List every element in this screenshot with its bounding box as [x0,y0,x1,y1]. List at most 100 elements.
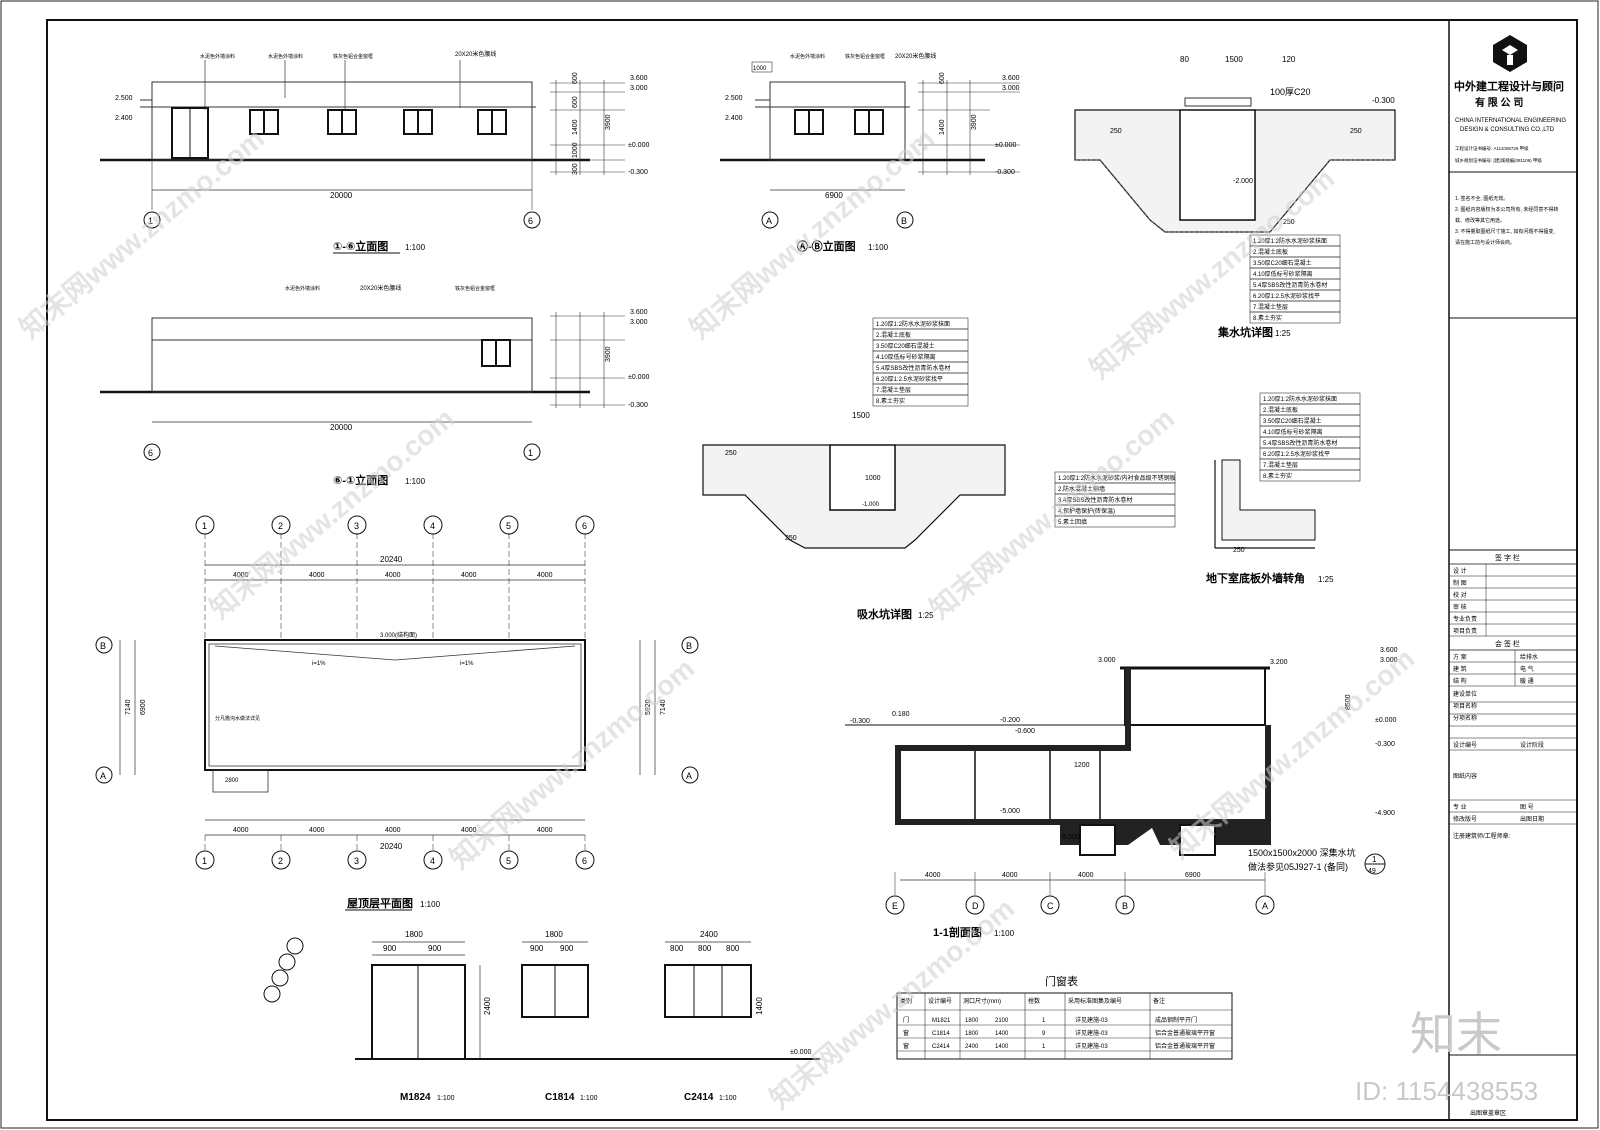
svg-text:水泥色外墙涂料: 水泥色外墙涂料 [285,285,320,292]
svg-text:1400: 1400 [572,119,579,135]
svg-text:知末网www.znzmo.com: 知末网www.znzmo.com [443,652,700,875]
table-cell: 成品钢制平开门 [1155,1016,1197,1024]
layer-note: 8.素土夯实 [876,397,905,405]
grid-label: D [972,901,979,911]
table-cell: 1400 [995,1031,1009,1037]
c2414-label: C2414 [684,1092,714,1103]
elev-6-1-title: ⑥-①立面图 [333,473,388,487]
svg-text:2400: 2400 [700,930,718,939]
cosign-label: 建 筑 [1453,665,1467,673]
svg-text:-0.300: -0.300 [850,718,870,725]
svg-text:1500x1500x2000 深集水坑: 1500x1500x2000 深集水坑 [1248,847,1356,858]
company-name: 中外建工程设计与顾问 [1454,79,1564,93]
svg-text:2.500: 2.500 [115,95,133,102]
info-label: 图纸内容 [1453,772,1477,780]
layer-note: 1.20厚1:2防水水泥砂浆抹面 [1263,395,1337,403]
sump-a-title: 集水坑详图 [1217,325,1273,339]
c1814-label: C1814 [545,1092,575,1103]
watermark-brand: 知末 [1410,1008,1502,1060]
svg-text:A: A [100,771,106,781]
elevation-6-1: 水泥色外墙涂料 20X20米色腰线 铁灰色铝合金窗框 20000 6 1 ⑥-①… [100,284,649,487]
grid-label: 5 [506,856,511,866]
section-dim: 4000 [1078,872,1094,879]
bay-dim: 4000 [309,572,325,579]
layer-note: 6.20厚1:2.5水泥砂浆找平 [1253,292,1320,300]
grid-label: A [1262,901,1268,911]
svg-text:3.000(结构面): 3.000(结构面) [380,631,417,639]
watermark-id: ID: 1154438553 [1355,1076,1538,1106]
svg-text:800: 800 [670,944,684,953]
svg-text:300: 300 [572,163,579,175]
svg-text:3.600: 3.600 [630,309,648,316]
table-cell: 门 [903,1016,909,1024]
svg-text:250: 250 [1350,128,1362,135]
grid-label: 2 [278,856,283,866]
svg-text:1:100: 1:100 [437,1095,455,1102]
svg-text:49: 49 [1368,868,1376,875]
info-label: 设计编号 [1453,741,1477,749]
table-cell: 详见建施-03 [1075,1042,1108,1050]
cosign-label: 电 气 [1520,665,1534,673]
svg-text:800: 800 [726,944,740,953]
svg-text:8500: 8500 [1345,694,1352,710]
svg-text:1200: 1200 [1074,762,1090,769]
svg-text:1500: 1500 [1225,55,1243,64]
svg-text:1000: 1000 [753,66,767,72]
svg-text:i=1%: i=1% [312,661,326,667]
table-cell: C1814 [932,1031,950,1037]
grid-bubble [195,850,215,870]
grid-label: 6 [582,521,587,531]
sump-detail-a: 100厚C20 1500 80 120 -2.000 -0.300 250 25… [1074,55,1396,339]
info-label: 建设单位 [1453,690,1477,698]
svg-text:2.500: 2.500 [725,95,743,102]
grid-bubble [195,515,215,535]
layer-note: 5.素土回填 [1058,518,1087,526]
cosign-label: 给排水 [1520,653,1538,661]
svg-text:20X20米色腰线: 20X20米色腰线 [895,52,936,60]
svg-text:600: 600 [572,96,579,108]
cosign-label: 暖 通 [1520,677,1534,685]
elev-1-6-title: ①-⑥立面图 [333,239,388,253]
svg-text:0.180: 0.180 [892,711,910,718]
grid-bubble [347,850,367,870]
layer-note: 2.防水混凝土侧墙 [1058,485,1105,493]
watermark: 知末 ID: 1154438553 知末网www.znzmo.com 知末网ww… [13,122,1538,1115]
title-note: 载、修改等其它用途。 [1455,217,1505,224]
svg-text:CHINA INTERNATIONAL ENGINEERIN: CHINA INTERNATIONAL ENGINEERING [1455,118,1566,124]
bay-dim: 4000 [385,572,401,579]
svg-text:2800: 2800 [225,778,239,784]
svg-text:3900: 3900 [971,114,978,130]
svg-text:3.000: 3.000 [1380,657,1398,664]
inner-border [46,19,1578,1121]
svg-text:-0.300: -0.300 [1372,96,1395,105]
svg-text:3900: 3900 [605,346,612,362]
grid-label: 6 [582,856,587,866]
layer-note: 5.4厚SBS改性沥青防水卷材 [1263,439,1337,447]
layer-note: 7.混凝土垫层 [876,386,911,394]
svg-text:-2.000: -2.000 [1233,178,1253,185]
layer-note: 3.4厚SBS改性沥青防水卷材 [1058,496,1132,504]
cosign-label: 方 案 [1453,653,1467,661]
section-1-1: 3.000 3.200 -0.300 0.180 -0.200 -0.600 -… [845,647,1398,939]
bay-dim: 4000 [385,827,401,834]
svg-text:20240: 20240 [380,555,403,564]
table-cell: 1 [1042,1044,1046,1050]
svg-text:做法参见05J927-1 (备同): 做法参见05J927-1 (备同) [1248,861,1348,872]
grid-label: 1 [202,521,207,531]
table-cell: 9 [1042,1031,1046,1037]
layer-note: 6.20厚1:2.5水泥砂浆找平 [1263,450,1330,458]
sign-header: 签 字 栏 [1495,553,1520,562]
svg-text:±0.000: ±0.000 [995,142,1016,149]
svg-text:3.600: 3.600 [1380,647,1398,654]
layer-note: 4.10厚低标号砂浆隔离 [1263,428,1323,436]
svg-text:80: 80 [1180,55,1189,64]
registered-label: 注册建筑师/工程师章: [1453,832,1511,840]
svg-text:1: 1 [1372,855,1377,864]
svg-text:1:25: 1:25 [918,611,934,620]
bay-dim: 4000 [461,572,477,579]
svg-text:1000: 1000 [572,142,579,158]
svg-text:3.000: 3.000 [1098,657,1116,664]
section-dim: 4000 [1002,872,1018,879]
grid-label: E [892,901,898,911]
